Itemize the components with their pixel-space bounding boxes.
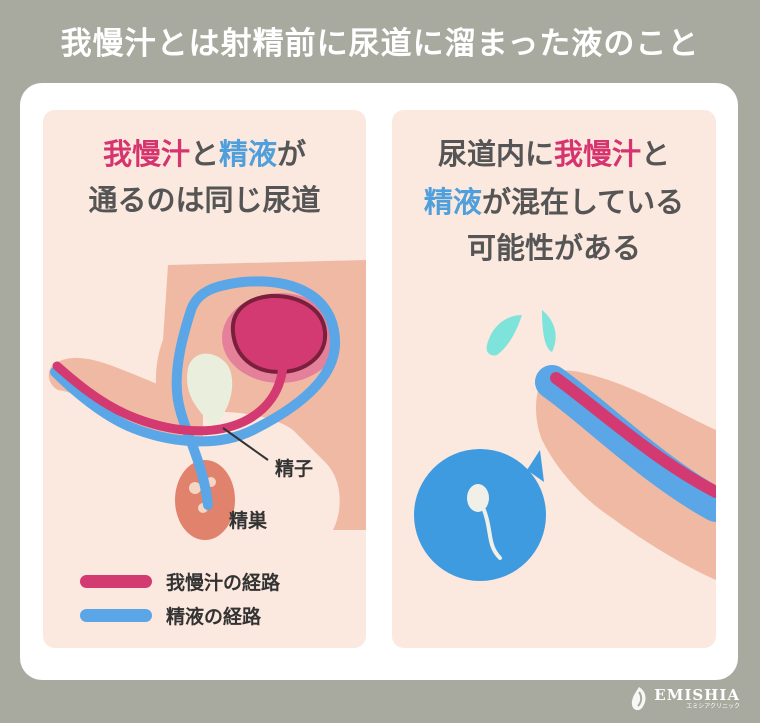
testis-dot <box>189 482 201 494</box>
right-card: 尿道内に我慢汁と 精液が混在している 可能性がある <box>392 110 716 648</box>
droplet-icon <box>542 310 556 352</box>
seminal-vesicle <box>187 353 233 426</box>
left-card: 我慢汁と精液が 通るのは同じ尿道 精子 精巣 我慢汁の経路 精液の経路 <box>43 110 366 648</box>
droplet-icon <box>486 315 522 356</box>
bladder-shape <box>230 293 328 375</box>
anatomy-illustration <box>48 260 366 540</box>
precum-path <box>52 360 288 436</box>
penis-shape <box>48 357 203 440</box>
legend-label: 精液の経路 <box>166 606 262 628</box>
heading-ga-text: が <box>277 137 307 171</box>
heading-text: と <box>641 137 671 171</box>
right-heading-line3: 可能性がある <box>466 231 641 265</box>
semen-path <box>50 276 341 510</box>
heading-text: 尿道内に <box>437 137 554 171</box>
left-heading-line2: 通るのは同じ尿道 <box>88 183 321 217</box>
sperm-icon <box>467 484 489 512</box>
urethra-illustration <box>414 310 716 581</box>
logo-mark-icon <box>632 687 646 711</box>
right-heading-line1: 尿道内に我慢汁と <box>392 132 716 177</box>
legend-label: 我慢汁の経路 <box>166 572 281 594</box>
label-sperm: 精子 <box>275 458 314 480</box>
logo-subtext: エミシアクリニック <box>686 703 740 710</box>
logo-text: EMISHIA <box>654 686 740 704</box>
legend-item-precum: 我慢汁の経路 <box>80 568 280 595</box>
heading-gaman-text: 我慢汁 <box>553 137 641 171</box>
heading-to-text: と <box>189 137 219 171</box>
bubble-tail <box>527 450 544 482</box>
right-heading-line2: 精液が混在している <box>392 180 716 225</box>
sperm-tail <box>482 508 502 560</box>
page-title: 我慢汁とは射精前に尿道に溜まった液のこと <box>60 25 700 62</box>
legend-swatch-pink <box>80 575 152 588</box>
legend-swatch-blue <box>80 609 152 622</box>
legend-item-semen: 精液の経路 <box>80 602 261 629</box>
heading-seieki-text: 精液 <box>219 137 278 171</box>
zoom-bubble <box>414 449 546 581</box>
heading-text: が混在している <box>481 185 685 219</box>
sperm-pointer <box>222 427 269 461</box>
heading-seieki-text: 精液 <box>423 185 482 219</box>
heading-gaman-text: 我慢汁 <box>102 137 190 171</box>
left-heading-line1: 我慢汁と精液が <box>43 132 366 177</box>
label-testis: 精巣 <box>229 510 268 532</box>
precum-channel <box>550 372 716 498</box>
brand-logo: EMISHIA エミシアクリニック <box>628 686 740 712</box>
